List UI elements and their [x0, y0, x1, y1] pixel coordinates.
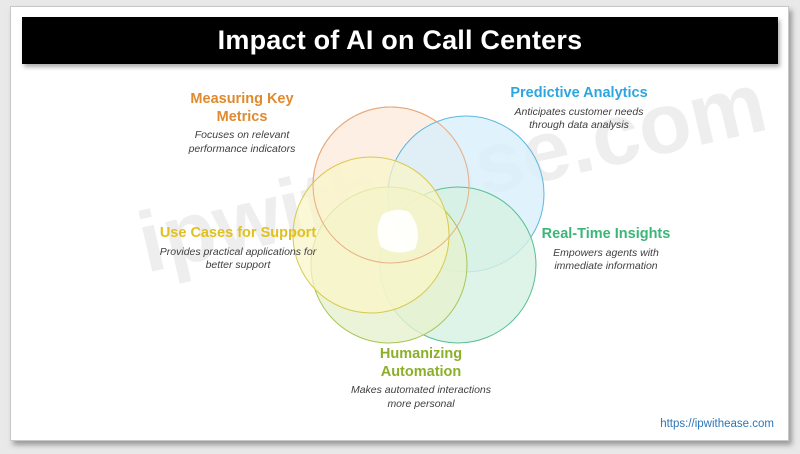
footer-url-link[interactable]: https://ipwithease.com — [660, 418, 774, 430]
venn-circle-predictive-analytics — [387, 115, 545, 273]
venn-label-measuring-key-metrics: Measuring Key Metrics Focuses on relevan… — [166, 91, 318, 156]
venn-label-title: Use Cases for Support — [159, 225, 317, 241]
venn-circle-measuring-key-metrics — [312, 106, 470, 264]
page-title: Impact of AI on Call Centers — [217, 25, 583, 55]
venn-circle-measuring-outline — [312, 106, 470, 264]
venn-label-predictive-analytics: Predictive Analytics Anticipates custome… — [508, 85, 650, 133]
venn-label-description: Empowers agents with immediate informati… — [553, 246, 659, 273]
venn-circle-real-time-insights — [379, 186, 537, 344]
title-banner: Impact of AI on Call Centers — [22, 17, 778, 64]
venn-label-humanizing-automation: Humanizing Automation Makes automated in… — [341, 346, 501, 411]
venn-center-hub — [377, 209, 418, 253]
venn-label-use-cases-for-support: Use Cases for Support Provides practical… — [158, 225, 318, 273]
venn-label-title: Real-Time Insights — [541, 226, 671, 242]
venn-label-description: Anticipates customer needs through data … — [514, 105, 644, 132]
venn-label-title: Measuring Key Metrics — [190, 91, 294, 125]
slide-canvas: Impact of AI on Call Centers ipwithease.… — [10, 6, 789, 441]
venn-label-description: Provides practical applications for bett… — [159, 245, 317, 272]
venn-label-title: Predictive Analytics — [510, 85, 648, 101]
venn-label-real-time-insights: Real-Time Insights Empowers agents with … — [531, 226, 681, 274]
venn-label-title: Humanizing Automation — [379, 346, 463, 380]
venn-label-description: Focuses on relevant performance indicato… — [188, 129, 296, 155]
venn-circle-humanizing-automation — [310, 186, 468, 344]
venn-label-description: Makes automated interactions more person… — [350, 384, 492, 410]
